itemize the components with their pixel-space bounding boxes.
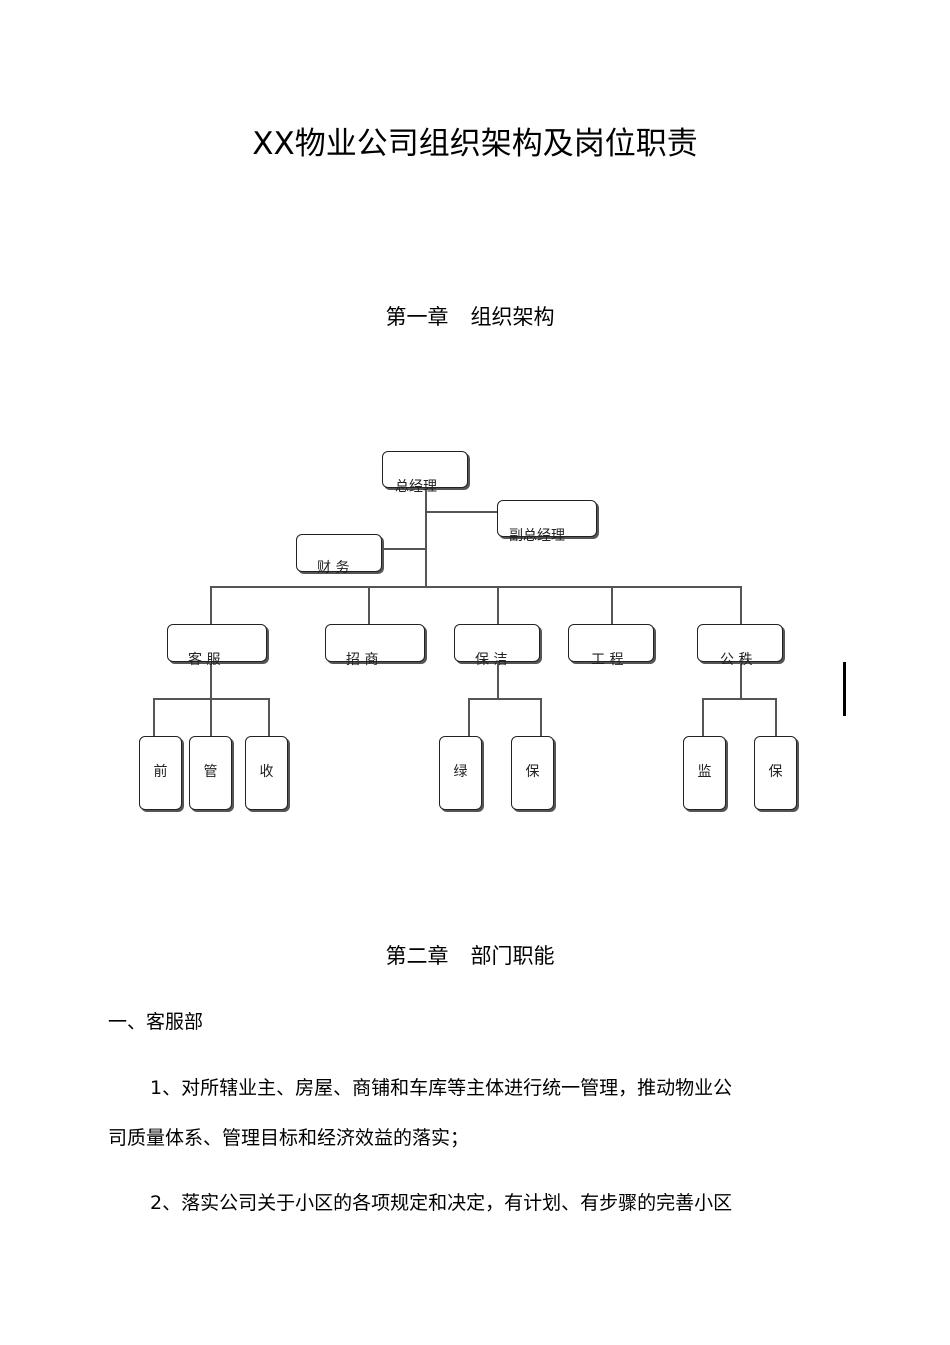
org-node-sub-front: 前 xyxy=(139,736,182,810)
connector-dept-4 xyxy=(611,586,613,624)
org-node-label: 保 xyxy=(768,764,783,780)
connector-cs-down xyxy=(210,662,212,698)
connector-dept-1 xyxy=(210,586,212,624)
connector-departments-bus xyxy=(210,586,741,588)
org-node-sub-greening: 绿 xyxy=(439,736,482,810)
paragraph-item-2-line-1: 2、落实公司关于小区的各项规定和决定，有计划、有步骤的完善小区 xyxy=(150,1192,733,1214)
org-node-label: 副总经理 xyxy=(509,528,565,544)
chapter-1-label: 第一章 xyxy=(385,305,449,329)
org-node-general-manager: 总经理 xyxy=(382,451,468,495)
org-node-deputy-manager: 副总经理 xyxy=(497,500,597,544)
org-node-label: 财 务 xyxy=(317,560,350,576)
org-node-dept-engineering: 工 程 xyxy=(568,624,654,668)
org-node-label: 保 xyxy=(525,764,540,780)
connector-cl-sub-2 xyxy=(540,698,542,736)
connector-sec-bus xyxy=(702,698,775,700)
org-node-label: 管 xyxy=(203,764,218,780)
org-node-label: 绿 xyxy=(453,764,468,780)
connector-sec-sub-1 xyxy=(702,698,704,736)
org-node-sub-cleaning: 保 xyxy=(511,736,554,810)
org-node-label: 总经理 xyxy=(395,479,437,495)
org-node-finance: 财 务 xyxy=(296,534,382,576)
paragraph-item-1-line-1: 1、对所辖业主、房屋、商铺和车库等主体进行统一管理，推动物业公 xyxy=(150,1077,733,1099)
paragraph-item-1-line-2: 司质量体系、管理目标和经济效益的落实； xyxy=(108,1127,470,1149)
org-node-label: 工 程 xyxy=(591,652,624,668)
connector-cs-sub-1 xyxy=(153,698,155,736)
org-node-label: 监 xyxy=(697,764,712,780)
org-node-sub-monitoring: 监 xyxy=(683,736,726,810)
connector-cs-sub-3 xyxy=(268,698,270,736)
chapter-2-label: 第二章 xyxy=(385,944,449,968)
chapter-2-heading: 第二章部门职能 xyxy=(0,941,940,971)
connector-sec-down xyxy=(740,662,742,698)
connector-cl-down xyxy=(497,662,499,698)
org-node-sub-management: 管 xyxy=(189,736,232,810)
connector-deputy xyxy=(425,511,497,513)
connector-cs-bus xyxy=(153,698,268,700)
connector-finance xyxy=(382,548,425,550)
connector-dept-5 xyxy=(740,586,742,624)
org-node-label: 客 服 xyxy=(188,652,221,668)
connector-sec-sub-2 xyxy=(775,698,777,736)
org-node-sub-guard: 保 xyxy=(754,736,797,810)
org-node-dept-security: 公 秩 xyxy=(697,624,783,668)
section-heading-customer-service: 一、客服部 xyxy=(108,1011,204,1033)
org-node-label: 前 xyxy=(153,764,168,780)
org-node-dept-leasing: 招 商 xyxy=(325,624,425,668)
org-node-sub-collection: 收 xyxy=(245,736,288,810)
connector-dept-3 xyxy=(497,586,499,624)
org-node-dept-cleaning: 保 洁 xyxy=(454,624,540,668)
org-node-label: 收 xyxy=(259,764,274,780)
edge-mark xyxy=(843,662,846,716)
org-node-label: 保 洁 xyxy=(475,652,508,668)
document-title: XX物业公司组织架构及岗位职责 xyxy=(252,126,698,162)
chapter-1-heading: 第一章组织架构 xyxy=(0,302,940,332)
chapter-1-name: 组织架构 xyxy=(470,305,555,329)
connector-dept-2 xyxy=(368,586,370,624)
connector-cl-bus xyxy=(468,698,540,700)
connector-gm-trunk xyxy=(425,488,427,586)
org-node-dept-customer-service: 客 服 xyxy=(167,624,267,668)
org-node-label: 公 秩 xyxy=(720,652,753,668)
chapter-2-name: 部门职能 xyxy=(470,944,555,968)
connector-cl-sub-1 xyxy=(468,698,470,736)
org-node-label: 招 商 xyxy=(346,652,379,668)
connector-cs-sub-2 xyxy=(210,698,212,736)
